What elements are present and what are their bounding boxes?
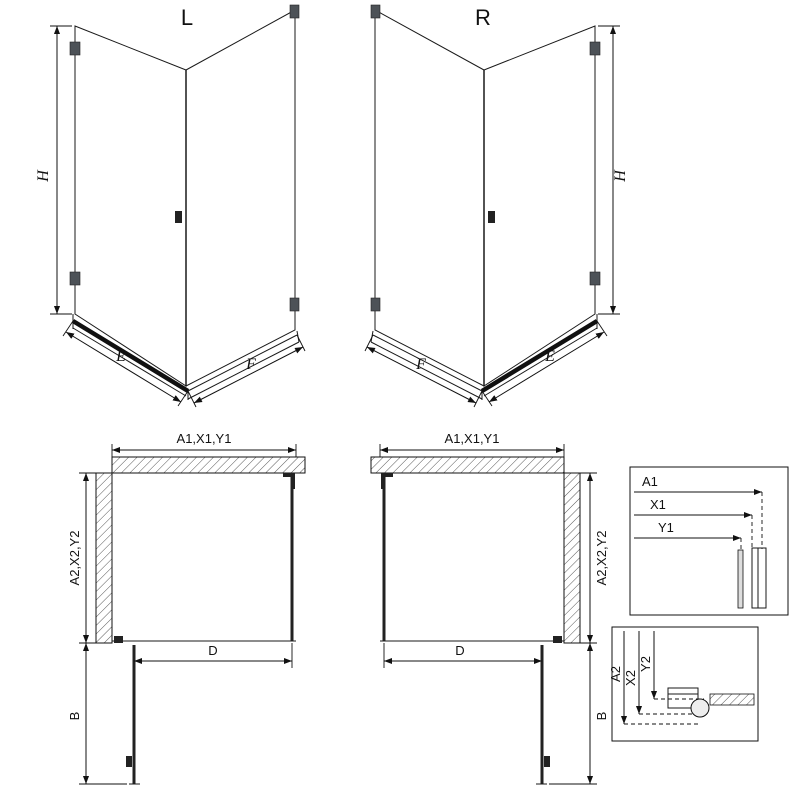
variant-label-left: L: [181, 5, 193, 30]
perspective-view-right: R H F: [364, 4, 629, 408]
wall-side: [563, 472, 581, 644]
e-label: E: [544, 348, 555, 365]
dimension-height-left: H: [35, 25, 72, 315]
door-label: B: [67, 712, 82, 721]
door-label: B: [594, 712, 609, 721]
wall-back: [111, 456, 306, 474]
fixed-panel: [374, 9, 485, 387]
depth-label: A2,X2,Y2: [67, 531, 82, 586]
detail-wall-profile: A1 X1 Y1: [629, 466, 789, 616]
dimension-height-right: H: [598, 25, 629, 315]
dimension-entry-left: D: [134, 643, 293, 668]
detail-hinge-profile: A2 X2 Y2: [608, 626, 759, 742]
door-handle: [544, 756, 550, 767]
door-open-plan: [536, 645, 550, 785]
hinge-mount: [114, 636, 123, 643]
variant-label-right: R: [475, 5, 491, 30]
dimension-f-right: F: [364, 334, 483, 408]
dimension-width-right: A1,X1,Y1: [379, 431, 565, 457]
entry-label: D: [455, 643, 464, 658]
f-label: F: [245, 356, 256, 373]
height-label: H: [35, 169, 52, 183]
dimension-f-left: F: [187, 334, 306, 408]
plan-view-left: A1,X1,Y1 A2,X2,Y2 D B: [67, 431, 306, 785]
detail-frame: [611, 626, 759, 742]
width-label: A1,X1,Y1: [177, 431, 232, 446]
wall-bracket-top: [289, 4, 300, 19]
y2-label: Y2: [638, 656, 653, 672]
door-open-plan: [126, 645, 140, 785]
corner-profile: [381, 473, 393, 489]
wall-profile-section: [737, 547, 767, 609]
glass-section: [709, 693, 755, 706]
wall-back: [370, 456, 565, 474]
f-label: F: [415, 356, 426, 373]
dimension-depth-right: A2,X2,Y2: [578, 472, 609, 644]
wall-side: [95, 472, 113, 644]
hinge-bottom: [69, 271, 81, 286]
e-label: E: [115, 348, 126, 365]
wall-bracket-top: [370, 4, 381, 19]
perspective-view-left: L H E: [35, 4, 306, 408]
hinge-bottom: [589, 271, 601, 286]
x2-label: X2: [623, 670, 638, 686]
dimension-e-left: E: [62, 320, 189, 407]
hinge-top: [589, 41, 601, 56]
door-handle: [488, 211, 495, 223]
fixed-panel: [185, 9, 296, 387]
plan-view-right: A1,X1,Y1 A2,X2,Y2 D B: [370, 431, 609, 785]
dimension-e-right: E: [481, 320, 608, 407]
height-label: H: [612, 169, 629, 183]
a2-label: A2: [608, 666, 623, 682]
hinge-mount: [553, 636, 562, 643]
dimension-width-left: A1,X1,Y1: [111, 431, 297, 457]
depth-label: A2,X2,Y2: [594, 531, 609, 586]
dimension-door-right: B: [549, 643, 609, 785]
door-handle: [175, 211, 182, 223]
detail-frame: [629, 466, 789, 616]
glass-section: [737, 549, 744, 609]
x1-label: X1: [650, 497, 666, 512]
wall-bracket-bottom: [289, 297, 300, 312]
hinge-top: [69, 41, 81, 56]
dimension-door-left: B: [67, 643, 127, 785]
hinge-knob: [690, 698, 710, 718]
hinge-section: [667, 687, 755, 718]
wall-bracket-bottom: [370, 297, 381, 312]
a1-label: A1: [642, 474, 658, 489]
width-label: A1,X1,Y1: [445, 431, 500, 446]
door-handle: [126, 756, 132, 767]
y1-label: Y1: [658, 520, 674, 535]
dimension-entry-right: D: [383, 643, 542, 668]
corner-profile: [283, 473, 295, 489]
entry-label: D: [208, 643, 217, 658]
